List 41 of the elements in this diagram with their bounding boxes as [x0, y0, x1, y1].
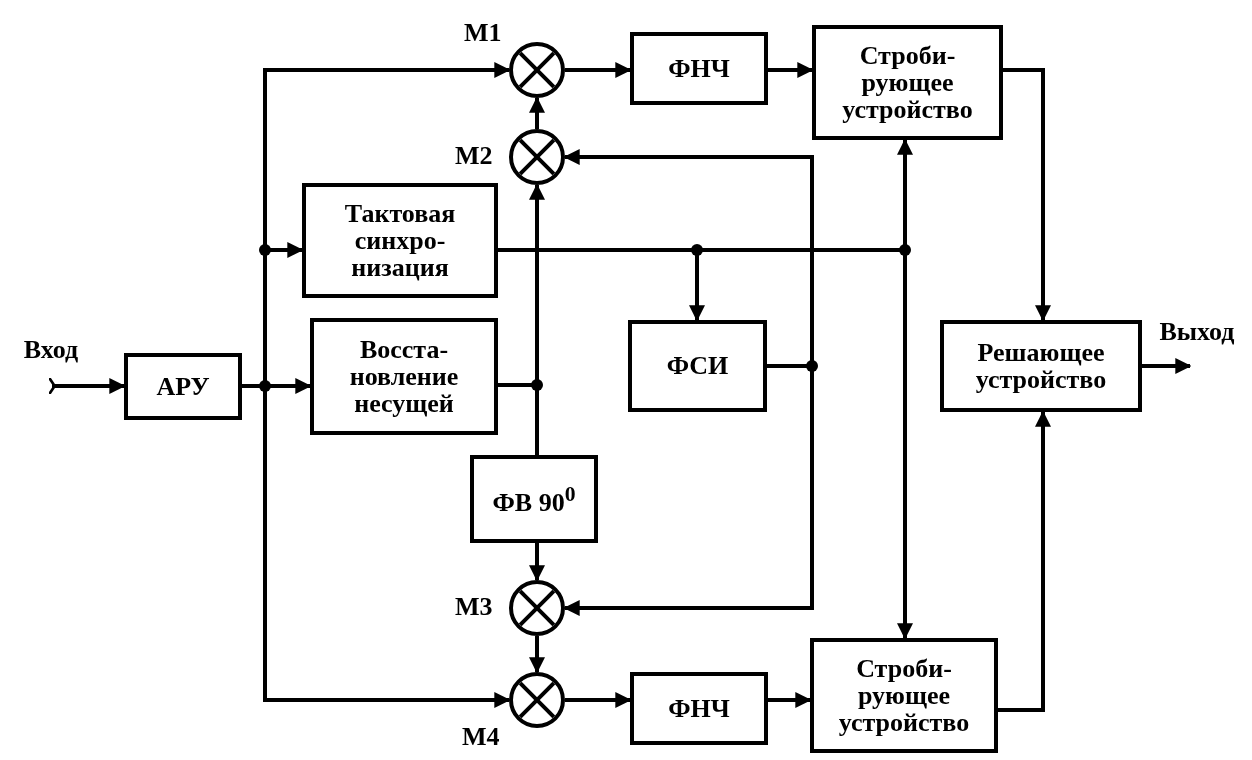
block-box	[810, 638, 998, 753]
block-label: ФНЧ	[668, 54, 730, 83]
block-label: Решающее устройство	[974, 338, 1108, 394]
block-label: Тактовая синхро- низация	[343, 199, 457, 282]
block-label: Строби- рующее устройство	[841, 41, 974, 124]
block-label: Восста- новление несущей	[348, 335, 460, 418]
arrow	[768, 62, 814, 78]
multiplier-label: М4	[462, 724, 500, 750]
block-box	[628, 320, 767, 412]
multiplier-label: М2	[455, 143, 493, 169]
signal-label: Вход	[23, 336, 79, 364]
arrow	[1142, 358, 1192, 374]
arrow	[998, 410, 1051, 712]
signal-label: Выход	[1159, 318, 1235, 346]
multiplier-circle	[509, 129, 565, 185]
arrow	[565, 692, 632, 708]
block-box	[124, 353, 242, 420]
block-box	[940, 320, 1142, 412]
arrow	[529, 636, 545, 674]
multiplier-circle	[509, 672, 565, 728]
block-box	[630, 32, 768, 105]
block-box	[630, 672, 768, 745]
block-label: ФСИ	[666, 352, 729, 380]
arrow	[48, 376, 126, 396]
block-label: Строби- рующее устройство	[837, 654, 971, 737]
arrow	[565, 62, 632, 78]
multiplier-circle	[509, 42, 565, 98]
block-label: АРУ	[156, 372, 210, 401]
arrow	[768, 692, 812, 708]
block-box	[812, 25, 1003, 140]
arrow	[1003, 68, 1051, 322]
arrow	[529, 543, 545, 582]
multiplier-circle	[509, 580, 565, 636]
block-label: ФВ 90$^{0}$	[492, 482, 576, 516]
multiplier-label: М1	[464, 20, 502, 46]
block-box	[302, 183, 498, 298]
block-label: ФНЧ	[668, 694, 730, 723]
block-box	[310, 318, 498, 435]
arrow	[529, 96, 545, 129]
block-box	[470, 455, 598, 543]
multiplier-label: М3	[455, 594, 493, 620]
